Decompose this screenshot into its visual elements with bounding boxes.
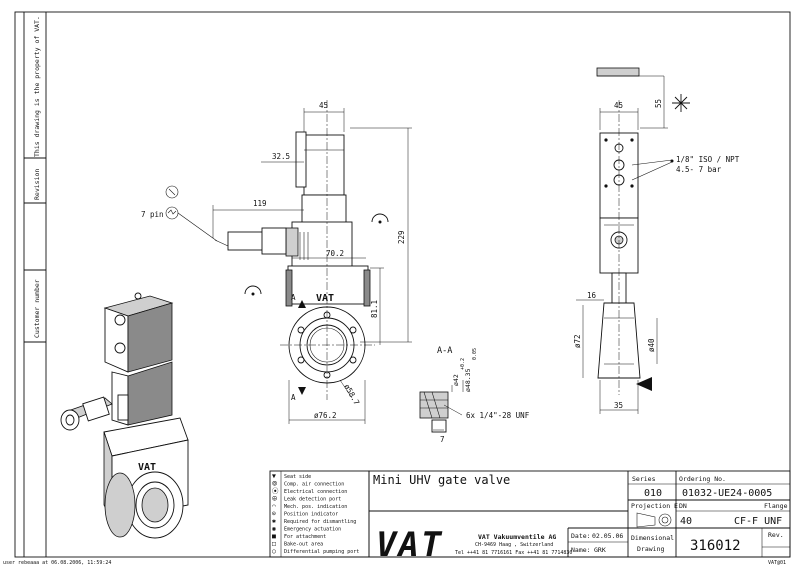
dimensional-label: Dimensional (631, 534, 674, 542)
dim-top-clearance: 55 (654, 99, 663, 108)
legend-label: Leak detection port (284, 497, 341, 503)
front-dimensions (212, 108, 412, 424)
dim-connector-length: 119 (253, 199, 267, 208)
ordering-label: Ordering No. (679, 475, 726, 483)
legend-label: Seat side (284, 474, 311, 480)
legend-label: Electrical connection (284, 489, 347, 495)
dim-section-d2-tol: 0.05 (472, 348, 478, 360)
legend-label: Emergency actuation (284, 527, 341, 533)
user-stamp: user rebeaaa at 06.08.2006, 11:59:24 (3, 560, 111, 566)
side-dimensions (576, 76, 674, 414)
revision-label: Revision (33, 169, 41, 200)
legend-label: Differential pumping port (284, 549, 359, 555)
company-address: CH-9469 Haag , Switzerland (475, 542, 553, 548)
dim-section-d1-tol: +0.2 (460, 358, 466, 370)
revision-field-label: Rev. (768, 531, 784, 539)
drawing-number: 316012 (690, 538, 741, 554)
drawing-label: Drawing (637, 545, 664, 553)
legend-list: ▼ Seat side ⦾ Comp. air connection ⦿ Electric… (271, 472, 359, 555)
dim-bolt-circle: ø58.7 (342, 383, 361, 407)
compressed-air-icon: ⦾ (272, 480, 277, 488)
dim-body-width: 70.2 (326, 249, 344, 258)
flange-value: CF-F UNF (734, 516, 782, 527)
legend-label: Position indicator (284, 512, 338, 518)
company-contact: Tel ++41 81 7716161 Fax ++41 81 7714830 (455, 550, 572, 556)
legend-label: Required for dismantling (284, 519, 356, 525)
seat-side-icon: ▼ (272, 472, 276, 480)
flange-label: Flange (764, 502, 788, 510)
date-label: Date: (571, 532, 591, 540)
iso-vat-mark: VAT (138, 462, 156, 473)
series-value: 010 (644, 488, 662, 499)
air-connection-line1: 1/8" ISO / NPT (676, 155, 740, 164)
legend-label: Comp. air connection (284, 482, 344, 488)
air-connection-line2: 4.5- 7 bar (676, 165, 722, 174)
date-value: 02.05.06 (592, 532, 623, 540)
dim-section-d1: ø42 (452, 374, 460, 386)
name-label: Name: (571, 546, 591, 554)
dn-label: DN (679, 502, 687, 510)
dim-flange-center: 81.1 (370, 300, 379, 318)
dim-side-dia40: ø40 (647, 338, 656, 352)
projection-symbol-icon (636, 512, 672, 528)
rotation-arrow-right-icon (371, 213, 389, 223)
section-mark-bottom: A (291, 393, 296, 402)
pin-callout (165, 185, 218, 242)
dim-front-width: 45 (319, 101, 328, 110)
title-block (368, 470, 791, 558)
rotation-arrow-left-icon (244, 285, 262, 295)
legend-label: For attachment (284, 534, 326, 540)
dim-side-dia72: ø72 (573, 334, 582, 348)
ordering-value: 01032-UE24-0005 (682, 488, 772, 499)
name-value: GRK (594, 546, 606, 554)
leak-detection-icon: ⨸ (272, 495, 277, 503)
legend-label: Mech. pos. indication (284, 504, 347, 510)
dim-side-width: 45 (614, 101, 623, 110)
dim-section-7: 7 (440, 435, 445, 444)
attachment-icon: ■ (272, 532, 276, 540)
front-view: VAT (214, 100, 375, 400)
side-view (596, 67, 664, 395)
electrical-icon: ⦿ (272, 487, 279, 495)
dn-value: 40 (680, 516, 692, 527)
dim-thread: 6x 1/4"-28 UNF (466, 411, 530, 420)
customer-number-label: Customer number (33, 279, 41, 338)
pumping-port-icon: ○ (272, 547, 276, 555)
corner-code: VAT@01 (768, 560, 786, 566)
bakeout-icon: □ (272, 540, 276, 548)
position-indicator-2-icon: ⊙ (272, 510, 276, 518)
dim-total-height: 229 (397, 230, 406, 244)
dismantling-star-icon (672, 94, 690, 112)
section-view (419, 380, 464, 433)
title: Mini UHV gate valve (373, 473, 510, 487)
position-indicator-icon: ⌒ (272, 502, 276, 510)
projection-label: Projection E (631, 502, 678, 510)
pin-count-label: 7 pin (141, 210, 164, 219)
isometric-view: VAT (60, 292, 189, 539)
series-label: Series (632, 475, 656, 483)
dim-actuator-offset: 32.5 (272, 152, 290, 161)
front-vat-mark: VAT (316, 293, 334, 304)
company-name: VAT Vakuumventile AG (478, 533, 556, 541)
section-mark-top: A (291, 293, 296, 302)
section-title: A-A (437, 346, 452, 356)
dim-side-35: 35 (614, 401, 623, 410)
dim-section-d2: ø48.35 (464, 368, 472, 392)
legend-label: Bake-out area (284, 542, 323, 548)
emergency-icon: ◉ (272, 525, 276, 533)
dim-flange-dia: ø76.2 (314, 411, 337, 420)
vat-logo: VAT (376, 525, 443, 565)
dim-side-16: 16 (587, 291, 597, 300)
dismantling-icon: ✱ (271, 517, 276, 525)
property-note: This drawing is the property of VAT. (33, 16, 41, 157)
